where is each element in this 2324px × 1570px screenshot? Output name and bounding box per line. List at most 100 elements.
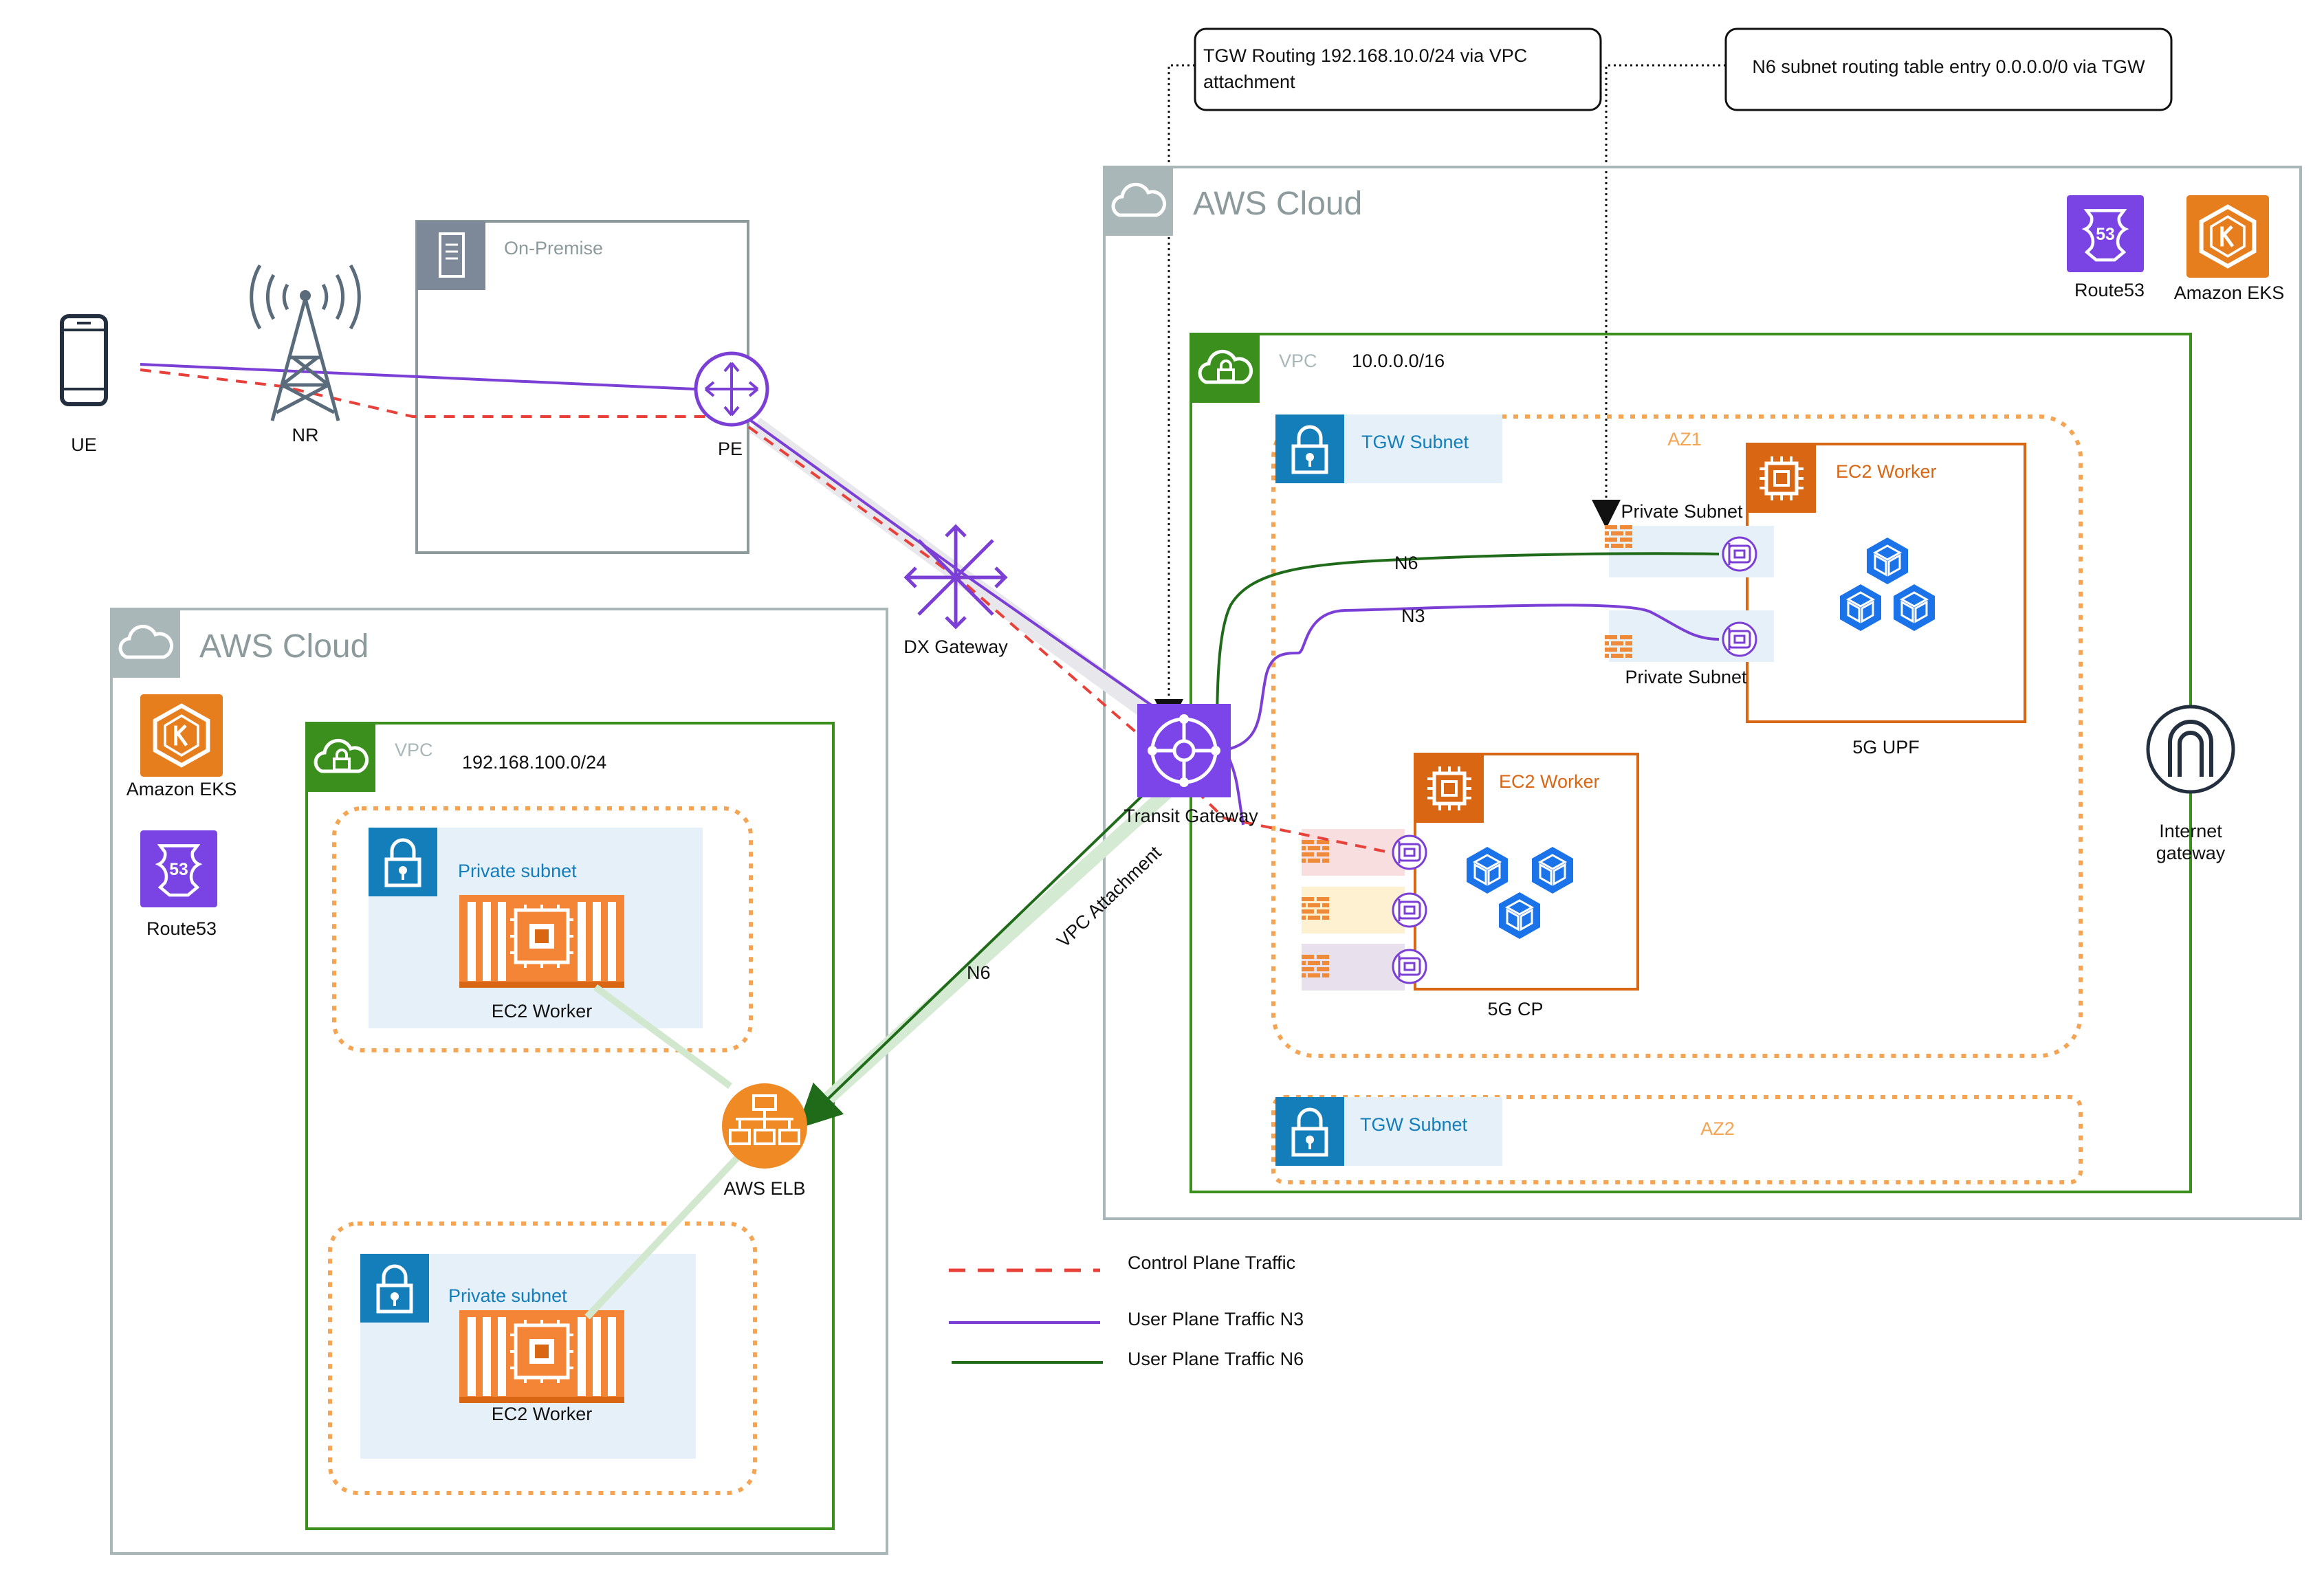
control-plane-traffic xyxy=(140,368,1403,856)
transit-gateway-label: Transit Gateway xyxy=(1123,806,1258,826)
kubernetes-icon xyxy=(1865,536,1909,586)
igw-label-line1: Internet xyxy=(2159,821,2222,841)
callout-tgw-routing-line2: attachment xyxy=(1203,71,1295,92)
right-aws-cloud: AWS Cloud xyxy=(1104,167,2302,1220)
ue-phone: UE xyxy=(60,314,108,455)
tgw-callout-connector xyxy=(1154,64,1195,728)
vpc-attachment-band xyxy=(807,785,1174,1119)
eni-icon xyxy=(1722,621,1757,657)
legend: Control Plane Traffic User Plane Traffic… xyxy=(949,1252,1304,1369)
ue-label: UE xyxy=(71,434,97,455)
lock-icon xyxy=(1275,1097,1344,1166)
upf-caption: 5G UPF xyxy=(1852,737,1920,758)
kubernetes-icon xyxy=(1892,583,1936,632)
right-vpc-label: VPC xyxy=(1279,351,1317,371)
eni-icon xyxy=(1722,536,1757,572)
tgw-subnet-az1: TGW Subnet xyxy=(1275,414,1502,483)
eni-icon xyxy=(1392,949,1427,984)
ec2-chip-icon xyxy=(1415,754,1484,823)
legend-n3-label: User Plane Traffic N3 xyxy=(1128,1309,1304,1329)
tgw-subnet-az2-label: TGW Subnet xyxy=(1360,1114,1468,1135)
user-plane-n3 xyxy=(140,363,1179,725)
on-premise-title: On-Premise xyxy=(504,238,603,258)
transit-gateway: Transit Gateway xyxy=(1123,704,1258,826)
callout-n6-routing-text: N6 subnet routing table entry 0.0.0.0/0 … xyxy=(1752,56,2145,77)
ec2-chip-icon xyxy=(1747,444,1816,513)
left-eks-label: Amazon EKS xyxy=(127,779,237,799)
cp-worker-title: EC2 Worker xyxy=(1499,771,1600,792)
legend-n6-label: User Plane Traffic N6 xyxy=(1128,1349,1304,1369)
route53-icon xyxy=(140,830,217,907)
left-route53-label: Route53 xyxy=(146,918,217,939)
kubernetes-icon xyxy=(1839,583,1883,632)
cp-ec2-worker: EC2 Worker 5G CP xyxy=(1415,754,1639,1019)
left-cloud-title: AWS Cloud xyxy=(199,628,369,665)
kubernetes-icon xyxy=(1498,891,1542,940)
legend-control-label: Control Plane Traffic xyxy=(1128,1252,1295,1273)
kubernetes-icon xyxy=(1465,845,1509,895)
user-plane-n6-vpc-attachment xyxy=(796,775,1163,1129)
pe-label: PE xyxy=(718,439,743,459)
n6-callout-connector xyxy=(1592,64,1726,529)
internet-gateway: Internet gateway xyxy=(2146,705,2235,863)
upf-worker-title: EC2 Worker xyxy=(1836,461,1937,482)
dx-gateway-label: DX Gateway xyxy=(903,637,1008,657)
vpc-attachment-label: VPC Attachment xyxy=(1053,842,1165,952)
cloud-icon xyxy=(111,609,180,678)
n6-top-label: N6 xyxy=(1394,553,1418,573)
kubernetes-icon xyxy=(1531,845,1575,895)
nr-label: NR xyxy=(292,425,319,445)
cp-subnet-strips xyxy=(1302,829,1405,991)
callout-tgw-routing-line1: TGW Routing 192.168.10.0/24 via VPC xyxy=(1203,45,1527,66)
user-plane-n6-upf xyxy=(1216,552,1720,750)
callout-tgw-routing: TGW Routing 192.168.10.0/24 via VPC atta… xyxy=(1194,27,1602,111)
lock-icon xyxy=(369,828,437,896)
az2-zone: AZ2 xyxy=(1271,1095,2083,1184)
upf-ec2-worker: EC2 Worker 5G UPF xyxy=(1747,444,2026,758)
left-vpc-label: VPC xyxy=(395,740,433,760)
cp-caption: 5G CP xyxy=(1487,999,1543,1019)
upf-private-subnet-bottom-label: Private Subnet xyxy=(1625,667,1747,687)
on-premise-box: On-Premise xyxy=(415,220,749,554)
lock-icon xyxy=(1275,414,1344,483)
left-vpc-cidr: 192.168.100.0/24 xyxy=(462,752,606,773)
left-subnet-bottom-worker: EC2 Worker xyxy=(492,1404,593,1424)
right-route53-label: Route53 xyxy=(2074,280,2145,300)
aws-elb-label: AWS ELB xyxy=(723,1178,805,1199)
vpc-icon xyxy=(307,723,375,792)
route53-icon xyxy=(2067,195,2144,272)
cp-kubernetes-cubes xyxy=(1465,845,1575,940)
dx-gateway: DX Gateway xyxy=(903,524,1008,657)
pe-router: PE xyxy=(694,351,769,459)
upf-kubernetes-cubes xyxy=(1839,536,1936,632)
left-private-subnet-bottom: Private subnet EC2 Worker xyxy=(328,1221,757,1495)
eks-icon xyxy=(2186,195,2269,278)
vpc-icon xyxy=(1191,334,1260,403)
eks-icon xyxy=(140,694,223,777)
az2-label: AZ2 xyxy=(1700,1118,1735,1139)
ec2-instance-icon xyxy=(459,895,624,988)
left-private-subnet-top: Private subnet EC2 Worker xyxy=(332,806,753,1052)
n3-top-label: N3 xyxy=(1401,606,1425,626)
igw-label-line2: gateway xyxy=(2156,843,2226,863)
tgw-subnet-az1-label: TGW Subnet xyxy=(1361,432,1469,452)
callout-n6-routing: N6 subnet routing table entry 0.0.0.0/0 … xyxy=(1724,27,2173,111)
n6-bottom-label: N6 xyxy=(967,962,991,983)
ec2-instance-icon xyxy=(459,1310,624,1403)
left-aws-cloud: AWS Cloud xyxy=(111,609,888,1555)
right-cloud-title: AWS Cloud xyxy=(1193,186,1362,222)
elb-link-bottom xyxy=(584,1152,743,1320)
user-plane-n3-upf xyxy=(1227,604,1720,751)
right-eks-label: Amazon EKS xyxy=(2174,283,2285,303)
elb-link-top xyxy=(593,984,732,1090)
cloud-icon xyxy=(1104,167,1173,236)
az1-zone: AZ1 xyxy=(1271,414,2083,1058)
left-subnet-top-label: Private subnet xyxy=(458,861,577,881)
nr-tower: NR xyxy=(250,264,361,445)
left-subnet-bottom-label: Private subnet xyxy=(448,1285,567,1306)
aws-elb: AWS ELB xyxy=(722,1083,807,1199)
az1-label: AZ1 xyxy=(1667,429,1702,450)
left-subnet-top-worker: EC2 Worker xyxy=(492,1001,593,1021)
upf-private-subnet-top-label: Private Subnet xyxy=(1621,501,1743,522)
